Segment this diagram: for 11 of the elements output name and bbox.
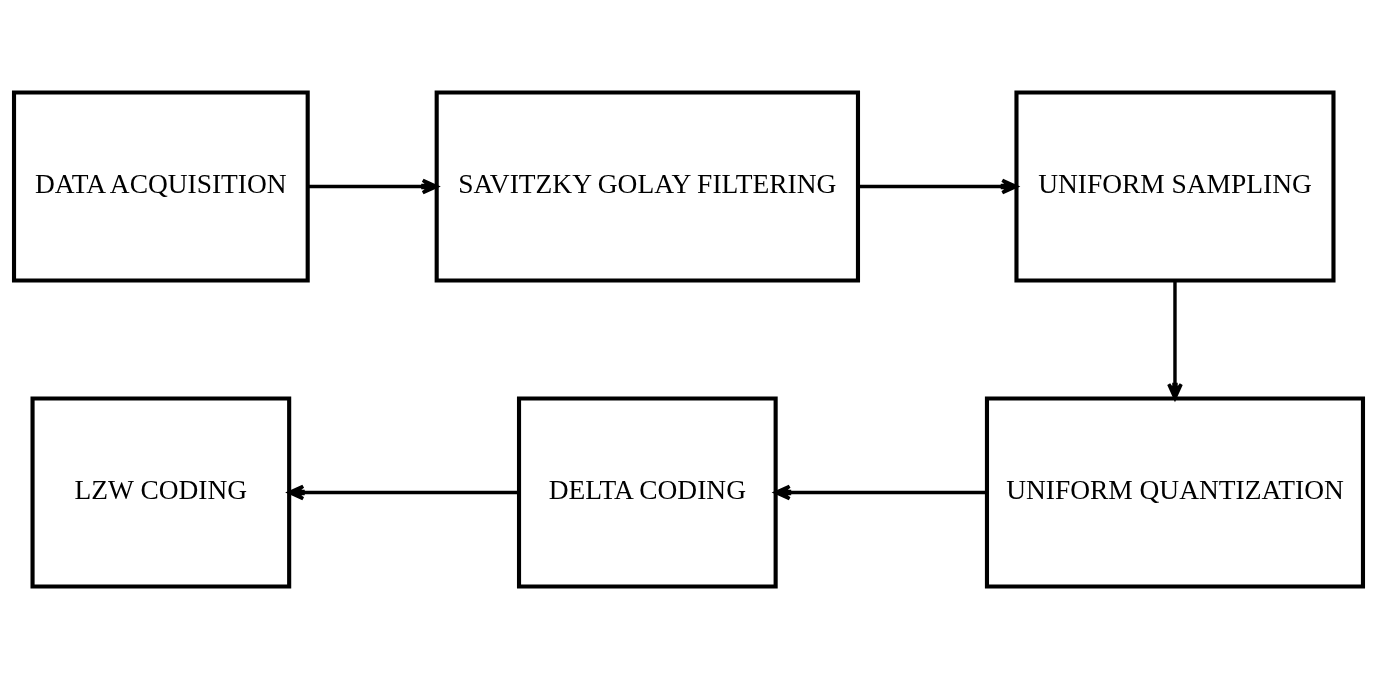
arrow xyxy=(858,178,1018,195)
arrow xyxy=(774,484,987,501)
node-box: UNIFORM SAMPLING xyxy=(1014,90,1336,283)
node-box: DELTA CODING xyxy=(516,396,778,589)
arrow xyxy=(308,178,439,195)
node-box: SAVITZKY GOLAY FILTERING xyxy=(434,90,861,283)
arrow xyxy=(1167,280,1183,400)
arrow xyxy=(287,484,519,501)
node-box: DATA ACQUISITION xyxy=(11,90,310,283)
node-box: LZW CODING xyxy=(30,396,292,589)
node-box: UNIFORM QUANTIZATION xyxy=(984,396,1366,589)
